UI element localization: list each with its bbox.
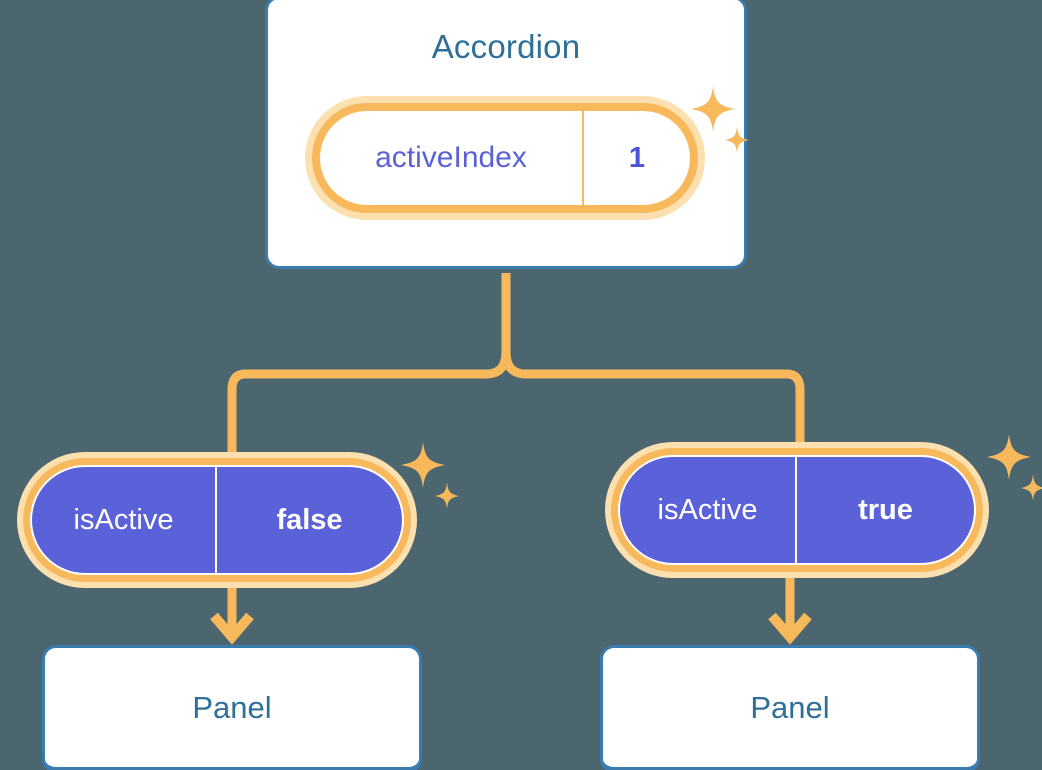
panel-title: Panel xyxy=(192,689,272,725)
component-card-panel-left[interactable]: Panel xyxy=(42,645,422,770)
sparkle-icon-right-big xyxy=(987,434,1042,500)
component-card-panel-right[interactable]: Panel xyxy=(600,645,980,770)
arrow-head-right xyxy=(768,612,812,645)
pill-body: isActive false xyxy=(30,465,404,575)
connector-branch-right xyxy=(501,351,805,442)
page-title: Accordion xyxy=(431,28,581,65)
prop-pill-isactive-right[interactable]: isActive true xyxy=(605,442,989,578)
prop-key: activeIndex xyxy=(320,111,584,205)
prop-value: false xyxy=(276,503,343,536)
prop-key: isActive xyxy=(620,457,797,563)
panel-title: Panel xyxy=(750,689,830,725)
pill-body: activeIndex 1 xyxy=(320,111,690,205)
pill-body: isActive true xyxy=(618,455,976,565)
prop-value: true xyxy=(858,493,913,526)
prop-value: 1 xyxy=(628,141,646,174)
prop-key: isActive xyxy=(32,467,217,573)
arrow-head-left xyxy=(210,612,254,645)
prop-pill-activeindex[interactable]: activeIndex 1 xyxy=(305,96,705,220)
connector-branch-left xyxy=(227,351,511,452)
prop-pill-isactive-left[interactable]: isActive false xyxy=(17,452,417,588)
